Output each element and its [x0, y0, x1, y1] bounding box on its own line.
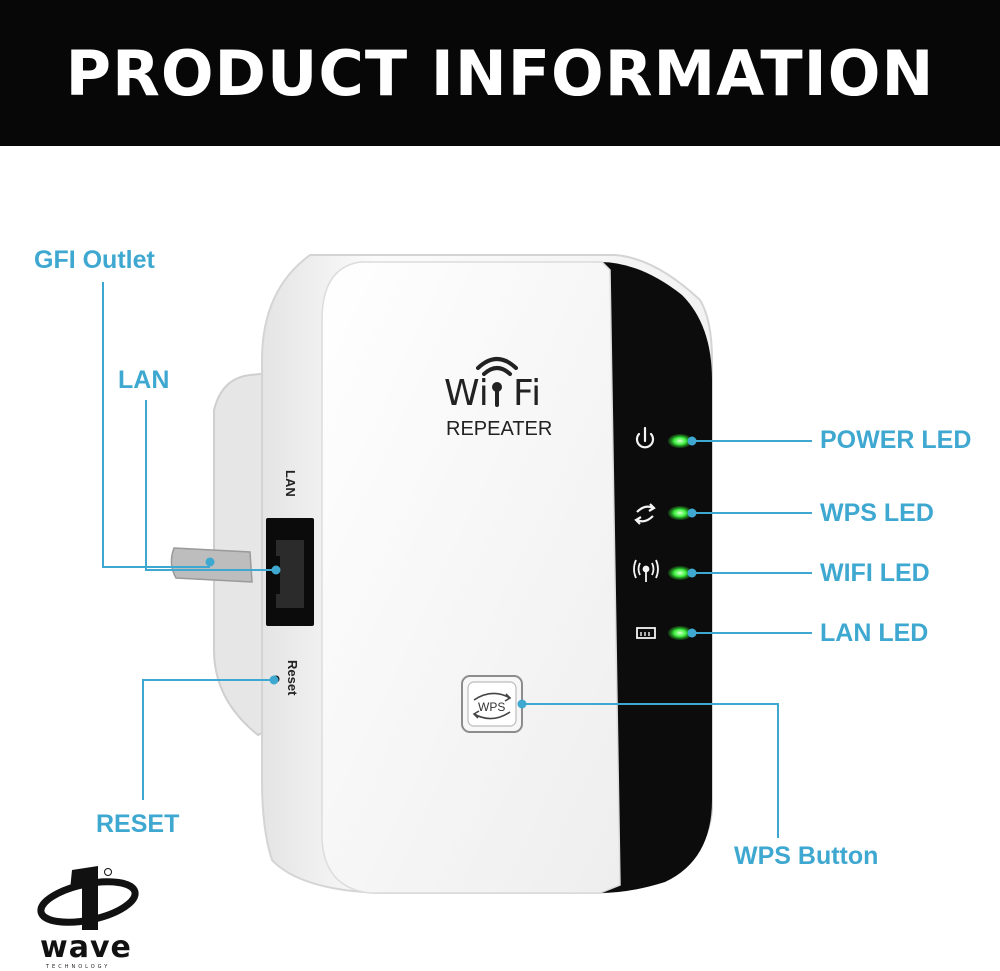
wps-button-label: WPS — [478, 700, 505, 714]
callout-lines — [102, 282, 812, 838]
banner-title: PRODUCT INFORMATION — [65, 36, 935, 110]
gfi-outlet-callout: GFI Outlet — [34, 246, 155, 274]
wifi-led — [668, 566, 692, 580]
logo-text-left: Wi — [444, 373, 489, 414]
wifi-logo: Wi Fi REPEATER — [444, 357, 552, 440]
wps-arrows-icon — [472, 692, 512, 720]
wps-button-line — [522, 703, 779, 838]
wps-led — [668, 506, 692, 520]
side-reset-label: Reset — [285, 660, 300, 696]
wps-button-callout: WPS Button — [734, 842, 879, 870]
brand-word: wave — [40, 930, 132, 965]
wifi-signal-icon — [476, 357, 518, 407]
header-banner: PRODUCT INFORMATION — [0, 0, 1000, 146]
wps-led-callout: WPS LED — [820, 499, 934, 527]
power-icon — [635, 426, 655, 449]
brand-logo-icon — [37, 866, 139, 930]
lan-port — [266, 518, 314, 626]
reset-line — [142, 679, 274, 800]
reset-callout: RESET — [96, 810, 180, 838]
lan-port-icon — [636, 627, 656, 639]
lan-led-callout: LAN LED — [820, 619, 929, 647]
side-port-label: LAN — [283, 470, 298, 497]
callout-dots — [205, 436, 697, 709]
model-label: REPEATER — [446, 418, 552, 440]
lan-led — [668, 626, 692, 640]
lan-callout: LAN — [118, 366, 170, 394]
wps-sync-icon — [634, 503, 656, 525]
wifi-led-callout: WIFI LED — [820, 559, 930, 587]
brand-subtitle: TECHNOLOGY — [46, 964, 111, 970]
power-led — [668, 434, 692, 448]
power-led-callout: POWER LED — [820, 426, 972, 454]
logo-text-right: Fi — [513, 373, 541, 414]
led-panel — [633, 426, 692, 640]
device-front-face — [321, 261, 621, 894]
lan-line — [145, 400, 276, 571]
wifi-antenna-icon — [633, 559, 659, 582]
wps-button[interactable]: WPS — [461, 675, 523, 733]
gfi-outlet-line — [102, 282, 210, 568]
